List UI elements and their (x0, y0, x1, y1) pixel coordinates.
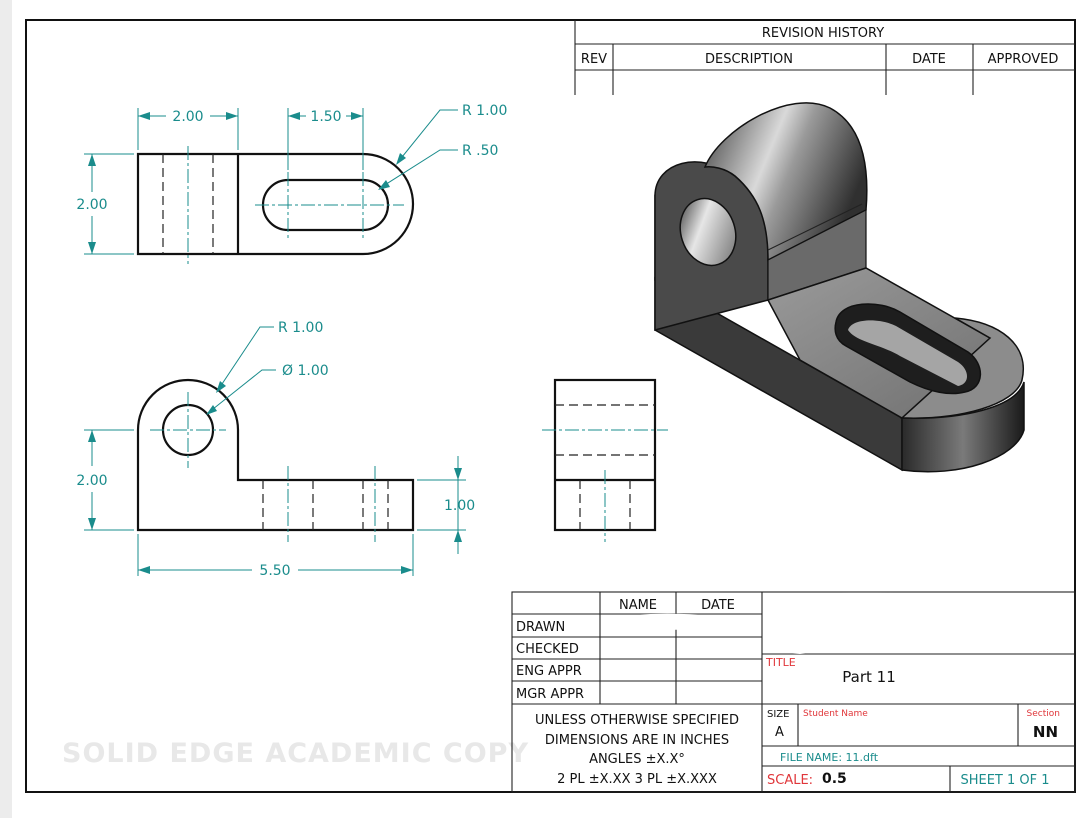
dim-top-height: 2.00 (76, 197, 107, 213)
dim-top-width-left: 2.00 (172, 109, 203, 125)
tb-scale-value: 0.5 (822, 771, 847, 787)
tb-sheet: SHEET 1 OF 1 (960, 773, 1049, 788)
dim-top-radius-slot: R .50 (462, 143, 498, 159)
tb-file-name: FILE NAME: 11.dft (780, 751, 879, 764)
tb-note-line2: DIMENSIONS ARE IN INCHES (545, 733, 729, 748)
tb-note-line4: 2 PL ±X.XX 3 PL ±X.XXX (557, 772, 717, 787)
tb-section-value: NN (1033, 723, 1058, 741)
tb-note-line3: ANGLES ±X.X° (589, 752, 685, 767)
tb-row-drawn: DRAWN (516, 620, 565, 635)
tb-row-checked: CHECKED (516, 642, 579, 657)
tb-student-label: Student Name (803, 709, 868, 719)
dim-front-hole: Ø 1.00 (282, 363, 329, 379)
revision-history-title: REVISION HISTORY (762, 26, 884, 41)
rev-column-header: REV (581, 52, 607, 67)
tb-size-value: A (775, 725, 784, 740)
dim-top-radius-outer: R 1.00 (462, 103, 507, 119)
tb-title-value: Part 11 (842, 668, 895, 686)
approved-column-header: APPROVED (988, 52, 1059, 67)
date-column-header: DATE (912, 52, 946, 67)
tb-row-eng-appr: ENG APPR (516, 664, 582, 679)
dim-front-radius: R 1.00 (278, 320, 323, 336)
tb-section-label: Section (1027, 709, 1060, 719)
side-view (542, 378, 668, 542)
redaction-mark-title (770, 592, 1068, 654)
dim-front-height: 2.00 (76, 473, 107, 489)
tb-date-header: DATE (701, 598, 735, 613)
dim-front-base-thickness: 1.00 (444, 498, 475, 514)
revision-history-block: REVISION HISTORY REV DESCRIPTION DATE AP… (574, 20, 1075, 95)
watermark-text: SOLID EDGE ACADEMIC COPY (62, 738, 529, 769)
tb-row-mgr-appr: MGR APPR (516, 687, 584, 702)
left-margin-strip (0, 0, 12, 818)
tb-title-label: TITLE (765, 656, 796, 669)
front-view: 2.00 5.50 1.00 R 1.00 Ø 1.00 (76, 320, 475, 579)
tb-name-header: NAME (619, 598, 657, 613)
dim-top-slot-length: 1.50 (310, 109, 341, 125)
isometric-view (654, 102, 1025, 473)
tb-note-line1: UNLESS OTHERWISE SPECIFIED (535, 713, 739, 728)
redaction-mark (606, 613, 760, 630)
description-column-header: DESCRIPTION (705, 52, 793, 67)
tb-size-label: SIZE (767, 709, 789, 720)
title-block: NAME DATE DRAWN CHECKED ENG APPR MGR APP… (511, 591, 1076, 793)
tb-scale-label: SCALE: (767, 773, 813, 788)
top-view: 2.00 1.50 2.00 R 1.00 R .50 (76, 103, 507, 264)
dim-front-length: 5.50 (259, 563, 290, 579)
